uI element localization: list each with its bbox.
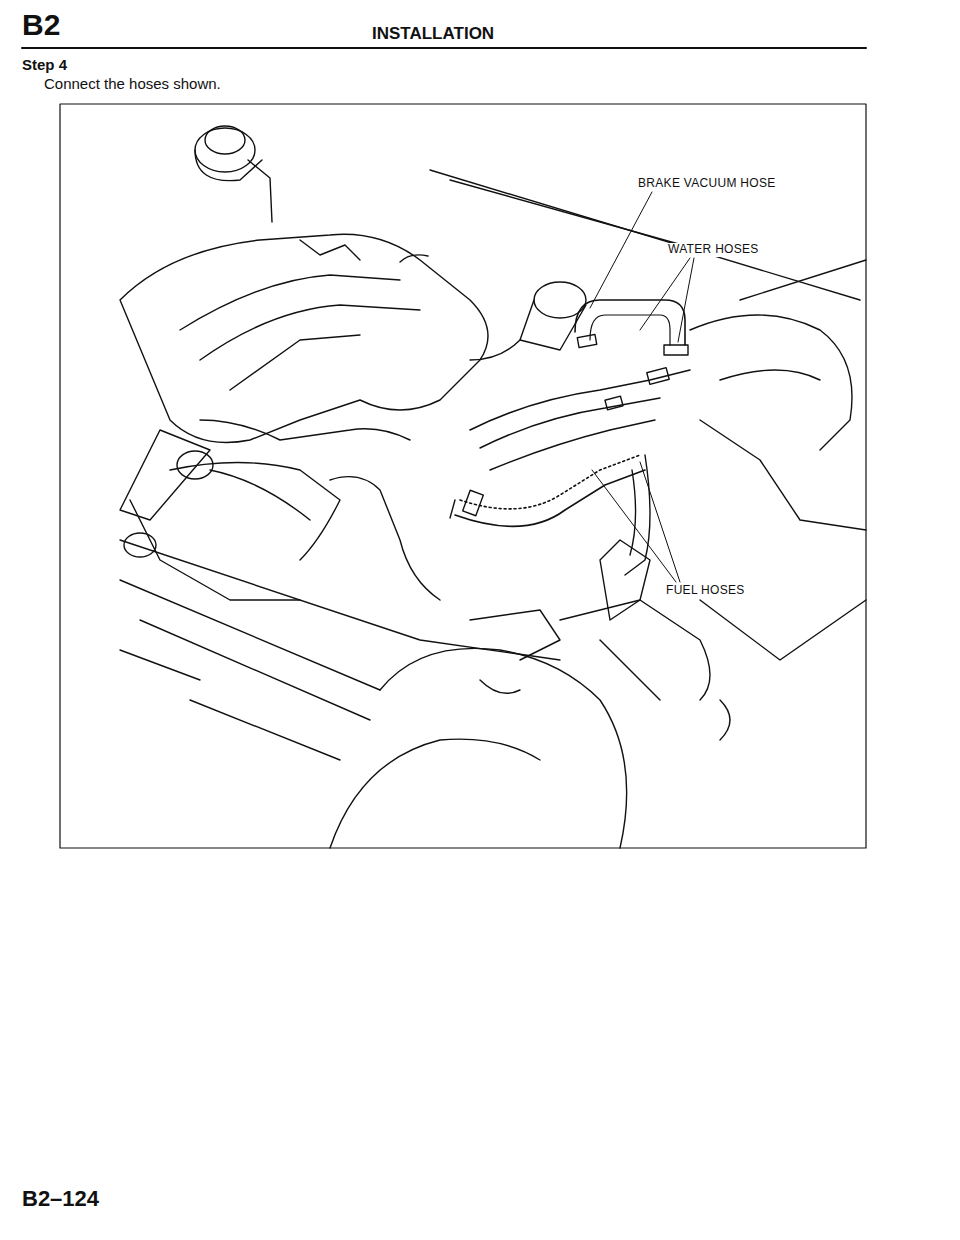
step-instruction: Connect the hoses shown.: [44, 75, 221, 92]
section-code: B2: [22, 8, 60, 43]
step-number: Step 4: [22, 56, 67, 73]
callout-label: WATER HOSES: [666, 243, 761, 257]
callout-label: FUEL HOSES: [664, 584, 747, 598]
page-number: B2–124: [22, 1186, 99, 1211]
callout-label: BRAKE VACUUM HOSE: [636, 177, 778, 191]
page-heading: INSTALLATION: [372, 24, 494, 44]
